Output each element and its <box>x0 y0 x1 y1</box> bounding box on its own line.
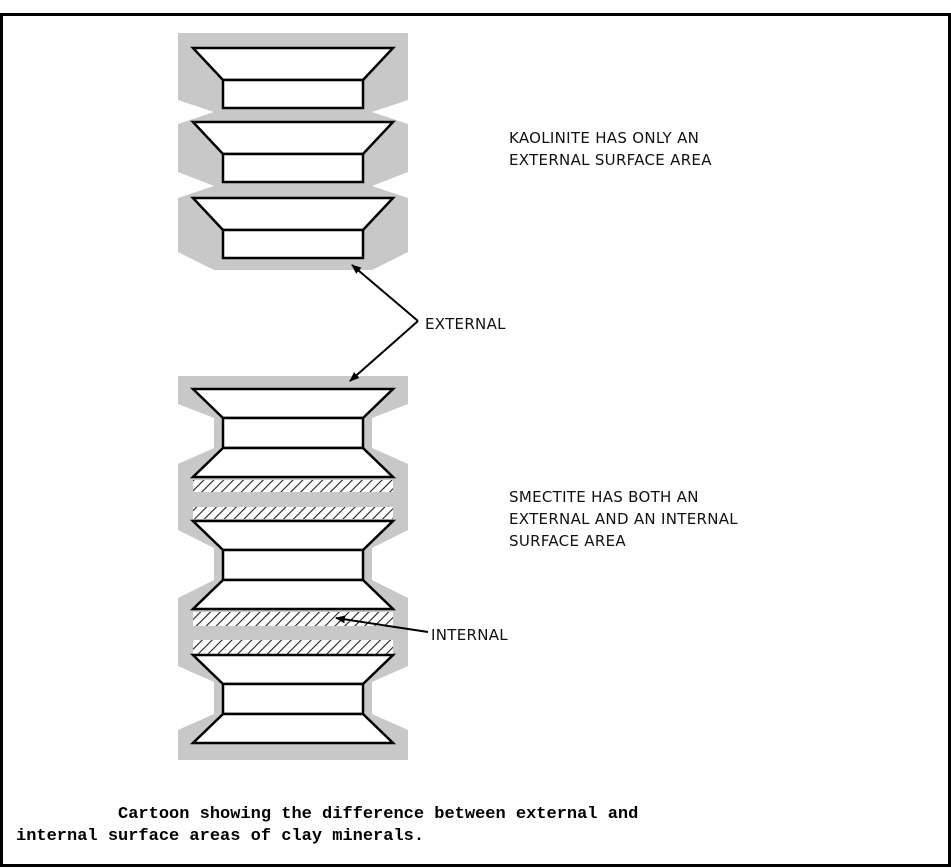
external-arrows <box>349 264 419 382</box>
smectite-label-line: SURFACE AREA <box>509 532 626 550</box>
internal-arrow <box>335 615 429 633</box>
smectite-label-line: SMECTITE HAS BOTH AN <box>509 488 699 506</box>
interlayer-hatch <box>193 480 393 519</box>
smectite-layer <box>189 653 397 745</box>
kaolinite-label-line: KAOLINITE HAS ONLY AN <box>509 129 700 147</box>
internal-label: INTERNAL <box>431 626 508 644</box>
kaolinite-label: KAOLINITE HAS ONLY AN EXTERNAL SURFACE A… <box>509 127 712 171</box>
kaolinite-layer <box>190 120 396 184</box>
smectite-layer <box>189 519 397 611</box>
smectite-label: SMECTITE HAS BOTH AN EXTERNAL AND AN INT… <box>509 486 738 552</box>
external-label: EXTERNAL <box>425 315 506 333</box>
smectite-layer <box>189 387 397 479</box>
kaolinite-label-line: EXTERNAL SURFACE AREA <box>509 151 712 169</box>
kaolinite-stack <box>178 33 408 270</box>
kaolinite-layer <box>190 196 396 260</box>
figure-caption: Cartoon showing the difference between e… <box>16 804 946 848</box>
smectite-label-line: EXTERNAL AND AN INTERNAL <box>509 510 738 528</box>
figure-border <box>0 13 951 867</box>
external-arrow-up <box>351 264 419 322</box>
caption-line-1: Cartoon showing the difference between e… <box>16 805 639 824</box>
caption-line-2: internal surface areas of clay minerals. <box>16 827 425 846</box>
kaolinite-layer <box>190 46 396 110</box>
external-arrow-down <box>349 320 419 382</box>
smectite-stack <box>178 376 408 760</box>
